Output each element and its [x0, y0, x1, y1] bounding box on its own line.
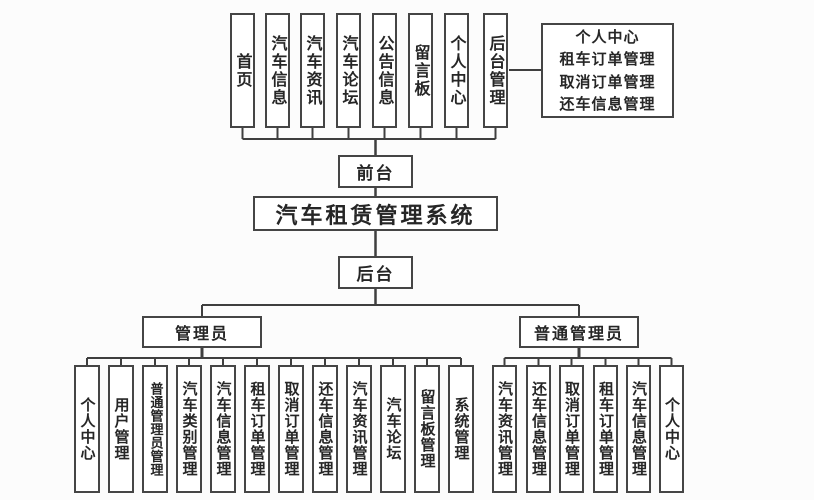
node-na-car-info-management: 汽车信息管理: [626, 365, 651, 493]
node-system-management: 系统管理: [448, 365, 474, 493]
node-car-info-management: 汽车信息管理: [210, 365, 236, 493]
node-home: 首页: [230, 13, 255, 128]
connector-group: [86, 69, 673, 366]
node-normal-admin-management: 普通管理员管理: [142, 365, 168, 493]
node-car-forum: 汽车论坛: [336, 13, 361, 128]
node-root-system: 汽车租赁管理系统: [253, 196, 498, 231]
node-cancel-order-management: 取消订单管理: [278, 365, 304, 493]
node-na-car-news-management: 汽车资讯管理: [492, 365, 517, 493]
node-return-info-management: 还车信息管理: [312, 365, 338, 493]
node-car-news-management: 汽车资讯管理: [346, 365, 372, 493]
detail-line-cancel-order: 取消订单管理: [559, 72, 656, 91]
node-message-board-management: 留言板管理: [414, 365, 440, 493]
node-car-info: 汽车信息: [265, 13, 290, 128]
node-na-return-info-management: 还车信息管理: [526, 365, 551, 493]
node-admin-personal-center: 个人中心: [74, 365, 100, 493]
node-car-category-management: 汽车类别管理: [176, 365, 202, 493]
detail-line-personal-center: 个人中心: [575, 27, 640, 46]
node-normal-admin: 普通管理员: [519, 316, 639, 348]
node-admin-car-forum: 汽车论坛: [380, 365, 406, 493]
node-na-personal-center: 个人中心: [659, 365, 684, 493]
node-car-news: 汽车资讯: [300, 13, 325, 128]
detail-line-return-info: 还车信息管理: [559, 95, 656, 113]
node-na-rental-order-management: 租车订单管理: [593, 365, 618, 493]
node-personal-center: 个人中心: [444, 13, 469, 128]
backend-detail-box: 个人中心 租车订单管理 取消订单管理 还车信息管理: [541, 23, 674, 118]
node-frontend: 前台: [338, 155, 413, 188]
detail-line-rental-order: 租车订单管理: [559, 50, 656, 68]
node-user-management: 用户管理: [108, 365, 134, 493]
node-announcement-info: 公告信息: [372, 13, 397, 128]
node-backend: 后台: [338, 256, 413, 289]
node-backend-management: 后台管理: [483, 13, 508, 128]
node-admin: 管理员: [142, 316, 262, 348]
node-message-board: 留言板: [408, 13, 433, 128]
node-rental-order-management: 租车订单管理: [244, 365, 270, 493]
node-na-cancel-order-management: 取消订单管理: [559, 365, 584, 493]
